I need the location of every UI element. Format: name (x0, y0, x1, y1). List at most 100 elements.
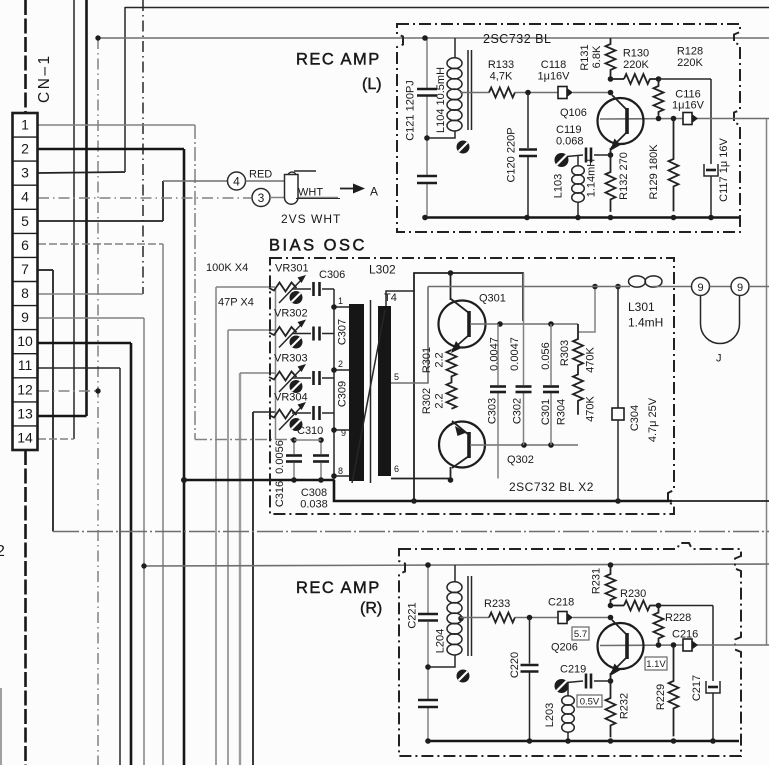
svg-text:L203: L203 (544, 703, 556, 727)
svg-text:220K: 220K (677, 57, 703, 69)
svg-text:R231: R231 (591, 568, 603, 594)
svg-text:R230: R230 (620, 588, 646, 600)
svg-text:5.7: 5.7 (574, 629, 587, 640)
svg-text:12: 12 (17, 381, 33, 397)
svg-text:0.0047: 0.0047 (509, 337, 521, 371)
svg-text:5: 5 (394, 372, 399, 382)
svg-text:WHT: WHT (298, 187, 323, 199)
svg-text:C216: C216 (672, 629, 698, 641)
svg-text:R133: R133 (488, 59, 514, 71)
svg-text:10: 10 (17, 333, 33, 349)
svg-text:RED: RED (249, 169, 272, 181)
svg-text:0.068: 0.068 (556, 136, 584, 148)
svg-text:220K: 220K (623, 59, 649, 71)
svg-text:8: 8 (21, 285, 29, 301)
svg-text:9: 9 (341, 428, 346, 438)
svg-text:C303: C303 (487, 398, 499, 424)
svg-text:4: 4 (21, 189, 29, 205)
svg-text:C119: C119 (556, 124, 581, 136)
svg-text:L104 10.5mH: L104 10.5mH (435, 67, 447, 133)
svg-text:47P X4: 47P X4 (218, 297, 254, 309)
svg-text:R303: R303 (559, 340, 571, 366)
svg-text:R128: R128 (677, 46, 703, 58)
svg-text:REC AMP: REC AMP (296, 579, 381, 597)
svg-text:VR302: VR302 (274, 308, 308, 320)
svg-text:4,7K: 4,7K (490, 71, 513, 83)
svg-text:9: 9 (737, 282, 743, 294)
svg-text:R301: R301 (421, 347, 433, 373)
svg-text:11: 11 (18, 357, 33, 373)
svg-text:R232: R232 (619, 693, 631, 719)
svg-text:C309: C309 (337, 381, 349, 407)
svg-text:6: 6 (394, 464, 399, 474)
svg-text:R132 270: R132 270 (618, 152, 630, 200)
svg-text:100K X4: 100K X4 (206, 262, 248, 274)
svg-text:C307: C307 (337, 319, 349, 345)
svg-text:13: 13 (17, 405, 33, 421)
svg-text:1.4mH: 1.4mH (628, 316, 663, 330)
svg-text:0.056: 0.056 (540, 342, 552, 370)
svg-text:470K: 470K (585, 346, 597, 372)
svg-text:C221: C221 (407, 602, 419, 628)
svg-text:1.14mH: 1.14mH (586, 159, 598, 198)
svg-text:1μ16V: 1μ16V (537, 71, 570, 83)
svg-text:0.038: 0.038 (300, 499, 328, 511)
svg-text:C120 220P: C120 220P (506, 127, 518, 182)
svg-text:J: J (716, 353, 722, 365)
svg-text:C117 1μ 16V: C117 1μ 16V (718, 138, 730, 202)
svg-text:2VS WHT: 2VS WHT (281, 212, 341, 226)
svg-text:C217: C217 (691, 675, 703, 701)
svg-text:C304: C304 (629, 405, 641, 431)
svg-text:(R): (R) (360, 600, 382, 617)
svg-text:C310: C310 (297, 425, 323, 437)
svg-text:2.2: 2.2 (434, 393, 446, 408)
svg-text:6.8K: 6.8K (591, 45, 603, 68)
svg-text:REC AMP: REC AMP (296, 51, 381, 69)
svg-text:VR301: VR301 (275, 263, 309, 275)
svg-text:C316: C316 (274, 481, 286, 507)
svg-text:5: 5 (21, 213, 29, 229)
svg-text:9: 9 (697, 282, 703, 294)
svg-text:C116: C116 (675, 89, 700, 101)
svg-text:Q302: Q302 (507, 454, 534, 466)
svg-text:R233: R233 (484, 598, 510, 610)
svg-text:C121 120PJ: C121 120PJ (405, 80, 417, 141)
svg-text:1: 1 (338, 296, 343, 306)
svg-text:VR303: VR303 (274, 353, 308, 365)
svg-text:R229: R229 (655, 684, 667, 710)
svg-text:Q206: Q206 (551, 642, 578, 654)
svg-text:C308: C308 (301, 487, 327, 499)
svg-text:C301: C301 (540, 399, 552, 425)
svg-text:R131: R131 (579, 44, 591, 70)
svg-text:(L): (L) (362, 76, 382, 93)
svg-text:L103: L103 (553, 174, 565, 198)
svg-text:L301: L301 (628, 300, 655, 314)
svg-text:T4: T4 (384, 292, 397, 304)
svg-text:VR304: VR304 (274, 392, 308, 404)
svg-text:A: A (370, 185, 378, 199)
svg-text:7: 7 (21, 261, 29, 277)
svg-text:BIAS OSC: BIAS OSC (269, 237, 367, 255)
svg-text:L302: L302 (369, 263, 396, 277)
svg-text:R304: R304 (556, 399, 568, 425)
svg-text:C306: C306 (319, 269, 345, 281)
svg-text:8: 8 (338, 466, 343, 476)
svg-text:C220: C220 (509, 652, 521, 678)
svg-text:1: 1 (21, 117, 29, 133)
svg-text:4.7μ 25V: 4.7μ 25V (647, 397, 659, 442)
svg-text:2.2: 2.2 (434, 352, 446, 367)
svg-text:R129 180K: R129 180K (648, 144, 660, 200)
svg-text:1μ16V: 1μ16V (672, 100, 705, 112)
svg-text:0.5V: 0.5V (580, 697, 600, 708)
svg-text:3: 3 (258, 191, 265, 205)
svg-text:4: 4 (233, 175, 240, 189)
svg-text:2SC732 BL X2: 2SC732 BL X2 (509, 480, 594, 494)
svg-text:R228: R228 (665, 612, 691, 624)
svg-text:2: 2 (338, 359, 343, 369)
svg-text:CN–1: CN–1 (36, 53, 53, 103)
svg-text:0.0047: 0.0047 (489, 337, 501, 371)
svg-text:1.1V: 1.1V (646, 659, 666, 670)
svg-text:C218: C218 (548, 597, 574, 609)
svg-text:3: 3 (21, 165, 29, 181)
svg-text:470K: 470K (585, 395, 597, 421)
